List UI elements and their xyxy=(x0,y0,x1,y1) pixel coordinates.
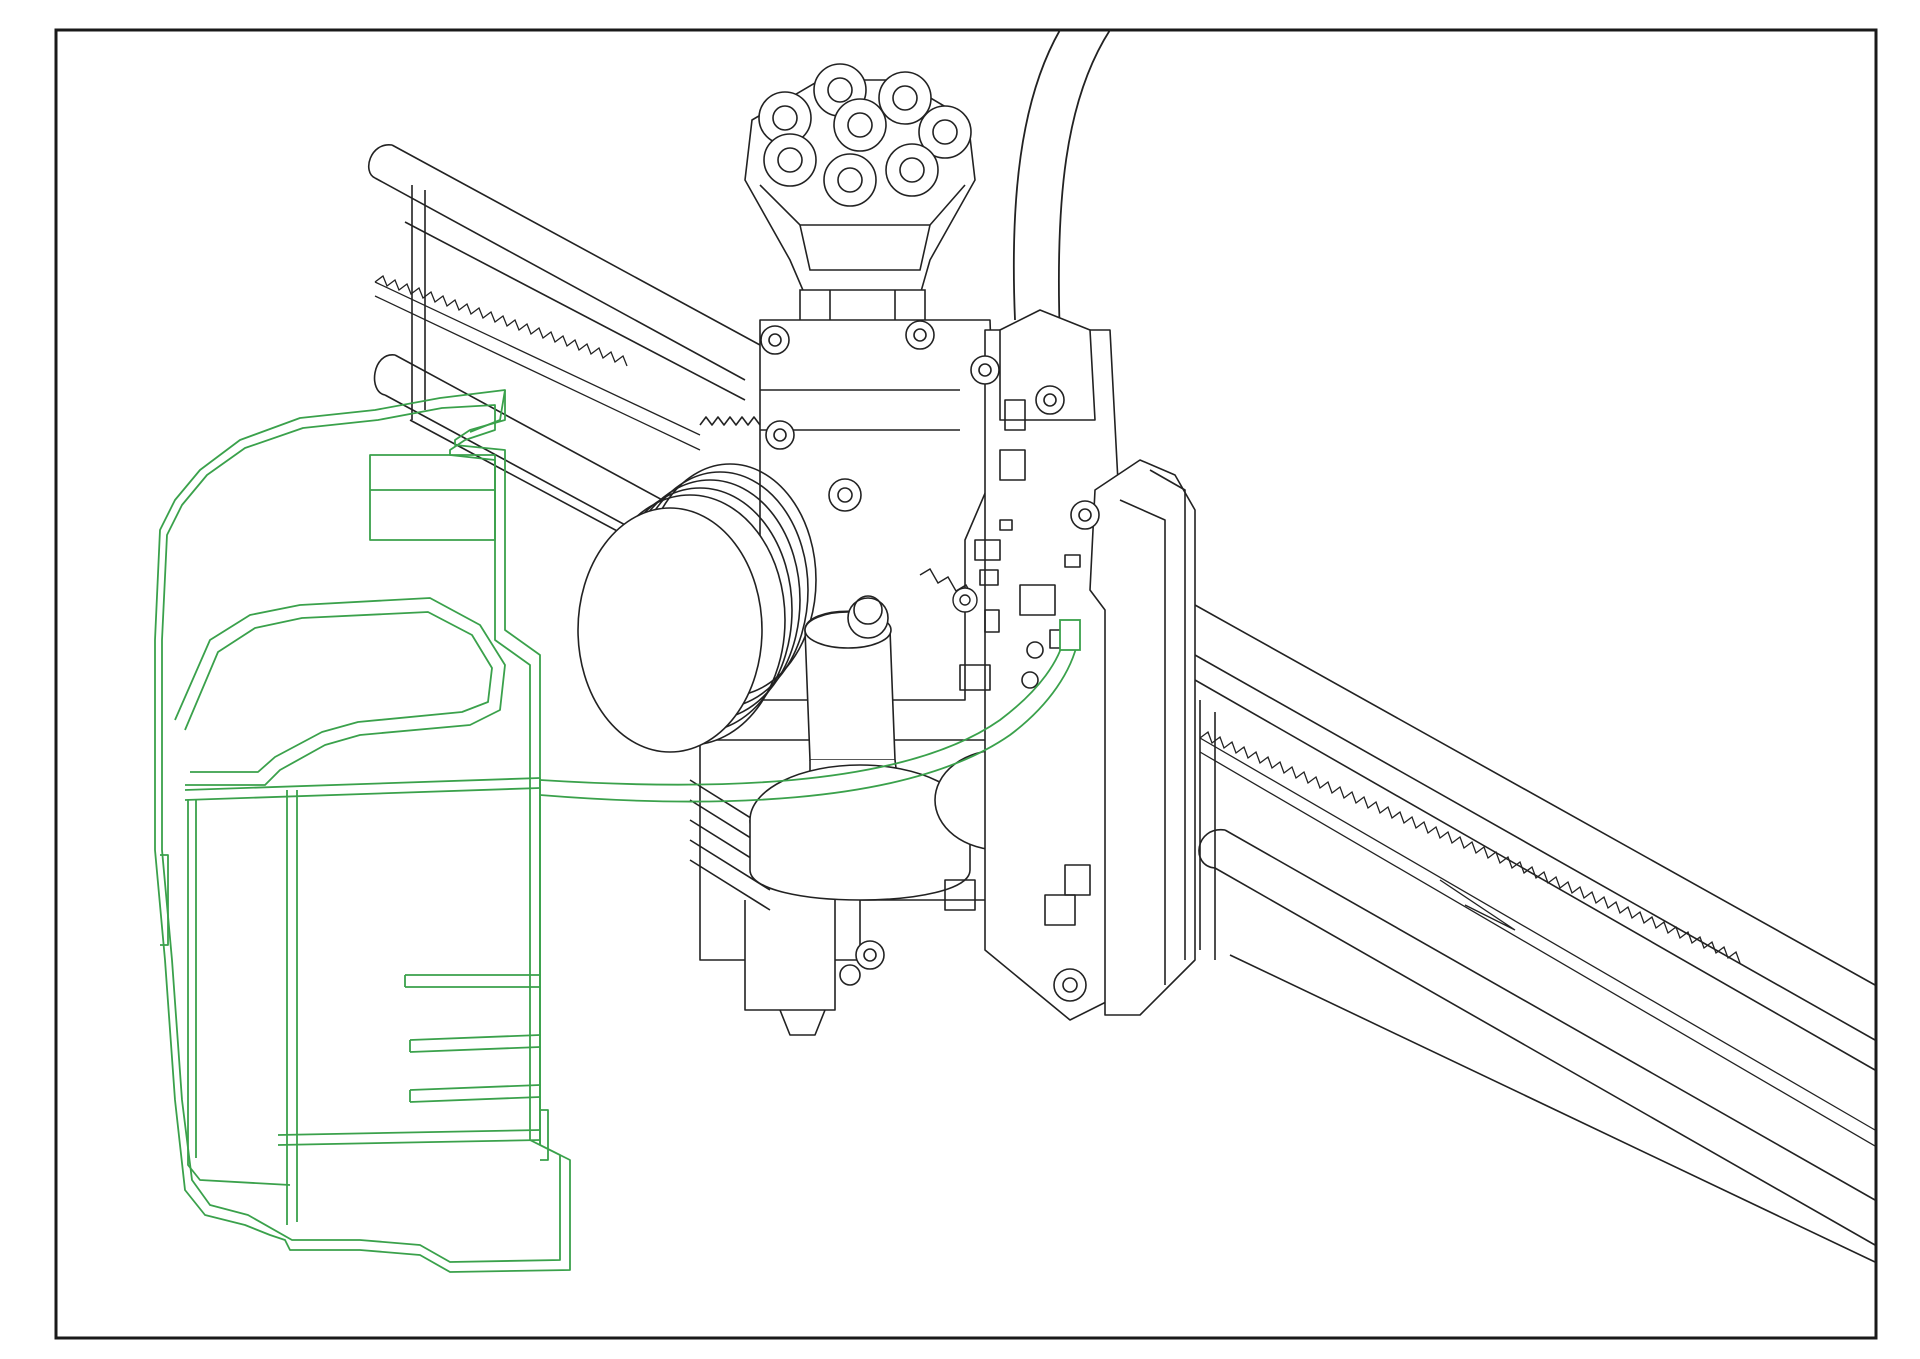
bolt-icon xyxy=(833,98,887,152)
bolt-icon xyxy=(763,133,817,187)
bolt-icon xyxy=(878,71,932,125)
bolt-icon xyxy=(885,143,939,197)
filament-cutter-hub xyxy=(744,63,976,296)
spring-screw xyxy=(919,568,978,613)
side-bracket xyxy=(1053,459,1196,1016)
belt-upper xyxy=(374,274,701,451)
front-cover xyxy=(154,389,571,1273)
x-axis-rail-right xyxy=(1194,604,1876,1263)
connector-cable xyxy=(539,619,1081,803)
bolt-icon xyxy=(918,105,972,159)
cooling-fan xyxy=(577,463,817,753)
bolt-icon xyxy=(823,153,877,207)
diagram-frame xyxy=(54,28,1878,1340)
ptfe-tube xyxy=(1012,29,1111,341)
belt-lower xyxy=(1199,730,1876,1147)
